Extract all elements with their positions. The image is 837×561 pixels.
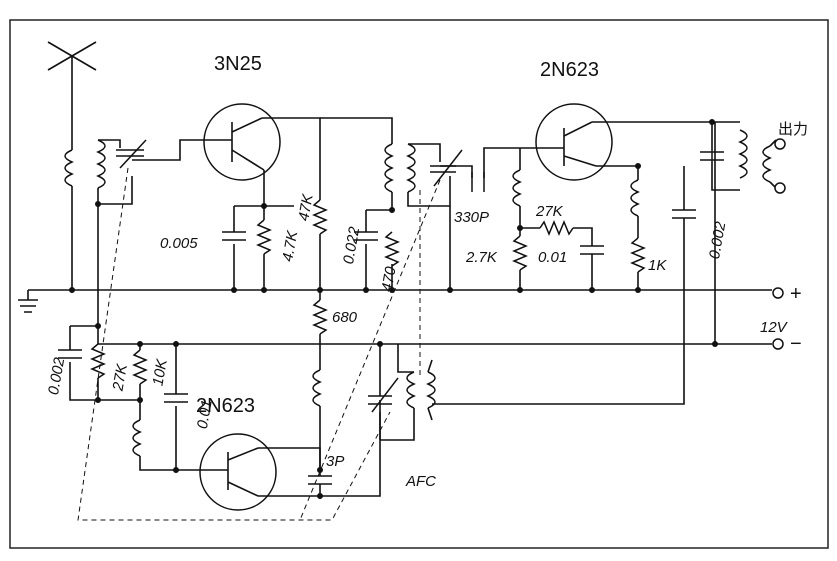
- cap-osc-0002-label: 0.002: [45, 356, 68, 397]
- cap-3p-label: 3P: [326, 453, 344, 470]
- voltage-label: 12V: [760, 319, 789, 336]
- res-47k-label: 47K: [295, 192, 317, 222]
- res-2k7-label: 2.7K: [465, 249, 498, 266]
- bypass-network: [354, 209, 400, 290]
- antenna-coil: [64, 139, 210, 326]
- output-transformer: [700, 121, 777, 191]
- minus-label: −: [790, 333, 802, 355]
- transistor-2n623-osc: [199, 400, 381, 511]
- ground-symbol: [18, 290, 38, 313]
- output-cap: [432, 166, 696, 405]
- res-osc-27k-label: 27K: [109, 362, 131, 393]
- plus-terminal: [772, 287, 784, 299]
- transistor-3n25: [203, 103, 321, 206]
- transistor-2n623-osc-label: 2N623: [196, 395, 255, 417]
- output-terminal-1: [774, 138, 786, 150]
- cap-0022-label: 0.022: [340, 225, 363, 266]
- cap-0005-label: 0.005: [160, 235, 198, 252]
- transistor-3n25-label: 3N25: [214, 53, 262, 75]
- res-1k-label: 1K: [648, 257, 667, 274]
- antenna-symbol: [47, 41, 97, 150]
- afc-label: AFC: [405, 473, 436, 490]
- resistor-47k: [312, 199, 328, 290]
- res-470-label: 470: [378, 265, 399, 293]
- if-base-network: [512, 148, 604, 290]
- oscillator-tank: [368, 344, 436, 441]
- junction-dots: [69, 119, 718, 499]
- resistor-680: [312, 290, 328, 470]
- res-4k7-label: 4.7K: [279, 229, 301, 263]
- res-osc-10k-label: 10K: [149, 357, 171, 387]
- res-680-label: 680: [332, 309, 358, 326]
- res-27k-label: 27K: [535, 203, 564, 220]
- page-frame: [9, 19, 829, 549]
- if-transformer: [320, 117, 463, 290]
- output-terminal-2: [774, 182, 786, 194]
- cap-330p-label: 330P: [454, 209, 489, 226]
- ganged-tuning-link: [77, 167, 441, 521]
- cap-osc-001-label: 0.01: [194, 398, 216, 430]
- transistor-2n623-if-label: 2N623: [540, 59, 599, 81]
- if-emitter-network: [630, 179, 646, 290]
- minus-terminal: [772, 338, 784, 350]
- cap-001-label: 0.01: [538, 249, 567, 266]
- osc-bias-network: [58, 325, 212, 471]
- output-label: 出力: [778, 121, 808, 138]
- cap-0002-label: 0.002: [706, 220, 729, 261]
- plus-label: +: [790, 283, 802, 305]
- coupling-cap-330p: [440, 147, 520, 192]
